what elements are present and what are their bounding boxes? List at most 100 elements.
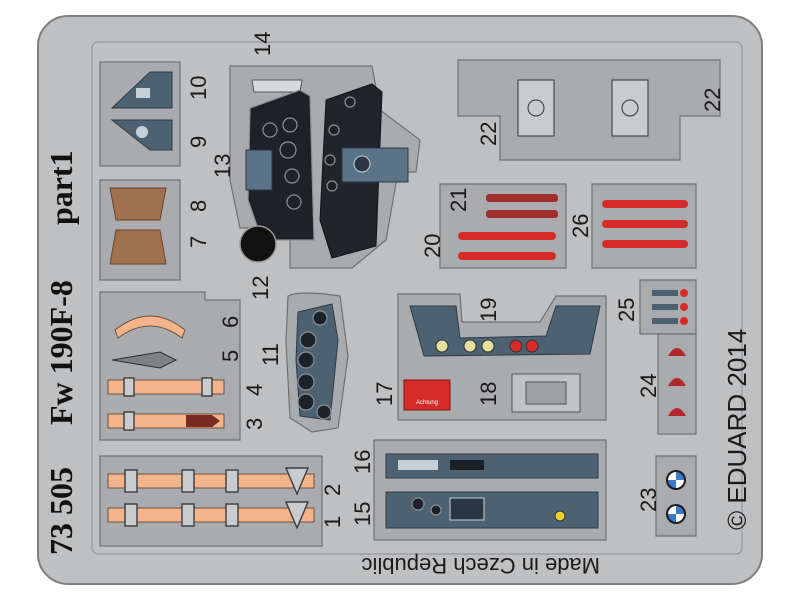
part-3-buckle [123, 411, 135, 431]
gauge-13a [262, 122, 278, 138]
part-number-8: 8 [186, 200, 211, 212]
title-code: 73 505 [43, 467, 79, 555]
part-number-14: 14 [250, 32, 275, 56]
part-24c [668, 408, 686, 416]
part-number-15: 15 [350, 502, 375, 526]
part-number-1: 1 [320, 516, 345, 528]
part-15 [385, 491, 599, 529]
origin-text: Made in Czech Republic [362, 553, 600, 578]
part-number-4: 4 [242, 384, 267, 396]
gauge-11c [297, 351, 315, 369]
origin-mark: Made in Czech Republic [362, 553, 600, 578]
light-19b [463, 339, 477, 353]
part-number-2: 2 [320, 484, 345, 496]
part-26b [602, 220, 688, 228]
part-15-box [449, 497, 485, 521]
part-3-tip [186, 415, 220, 427]
gauge-13e [286, 194, 302, 210]
part-4-buckle-a [123, 377, 135, 397]
part-number-24: 24 [636, 374, 661, 398]
part-14 [251, 79, 303, 93]
part-number-25: 25 [614, 298, 639, 322]
part-20a [458, 232, 556, 240]
part-23b-roundel [666, 504, 686, 524]
part-25b [652, 304, 678, 310]
part-26a [602, 200, 688, 208]
part-number-16: 16 [350, 450, 375, 474]
part-22a [517, 79, 555, 137]
part-number-6: 6 [218, 316, 243, 328]
part-number-3: 3 [242, 418, 267, 430]
part-number-22a: 22 [476, 122, 501, 146]
panel-right-box [341, 147, 409, 183]
gauge-right-box [353, 155, 371, 173]
part-2-triangle [284, 467, 310, 496]
part-21a [486, 194, 558, 202]
part-16-switches [398, 460, 438, 470]
light-19d [509, 339, 523, 353]
gauge-11e [297, 393, 315, 411]
part-7 [109, 229, 167, 265]
part-19 [409, 305, 601, 357]
part-1-buckle-b [181, 503, 195, 527]
part-16-block [450, 460, 484, 470]
part-5 [111, 351, 178, 369]
part-25a [652, 290, 678, 296]
part-25c-light [680, 317, 688, 325]
gauge-13c [279, 141, 297, 159]
part-number-21: 21 [446, 188, 471, 212]
part-number-18: 18 [476, 382, 501, 406]
gauge-15a [411, 497, 425, 511]
part-1-buckle-c [225, 503, 239, 527]
part-24a [668, 348, 686, 356]
part-9-dial [136, 126, 148, 138]
part-number-26: 26 [568, 214, 593, 238]
part-number-12: 12 [248, 276, 273, 300]
gauge-15b [430, 504, 442, 516]
part-22b-hole [621, 99, 639, 117]
part-2-buckle-a [124, 469, 138, 493]
light-19c [481, 339, 495, 353]
part-24b [668, 378, 686, 386]
part-17 [403, 379, 451, 411]
part-21b [486, 210, 558, 218]
gauge-11a [312, 310, 328, 326]
part-number-9: 9 [186, 136, 211, 148]
part-4-buckle-b [201, 377, 213, 397]
gauge-11d [297, 373, 315, 391]
light-19a [435, 339, 449, 353]
part-number-7: 7 [186, 236, 211, 248]
part-18-inner [525, 381, 567, 405]
gauge-11f [316, 404, 332, 420]
part-number-13: 13 [210, 154, 235, 178]
part-2 [107, 473, 315, 489]
gauge-13b [282, 117, 298, 133]
part-6 [114, 315, 186, 339]
gauge-r2 [328, 124, 340, 136]
part-26c [602, 240, 688, 248]
part-number-22b: 22 [700, 88, 725, 112]
panel-13-side [245, 149, 273, 191]
manufacturer-mark: © EDUARD 2014 [722, 329, 752, 530]
part-number-20: 20 [420, 234, 445, 258]
part-25a-light [680, 289, 688, 297]
gauge-r4 [326, 180, 338, 192]
part-17-label: Achtung [416, 400, 438, 406]
part-number-labels: 1 2 3 4 5 6 7 8 9 10 11 12 13 14 15 16 1… [186, 32, 725, 528]
fret-frame [91, 41, 743, 555]
part-number-23: 23 [636, 488, 661, 512]
part-22b [611, 79, 649, 137]
gauge-11b [299, 331, 317, 349]
part-number-5: 5 [218, 350, 243, 362]
part-25b-light [680, 303, 688, 311]
light-19e [525, 339, 539, 353]
part-1-triangle [284, 501, 310, 530]
part-2-buckle-b [181, 469, 195, 493]
fret-title: 73 505 Fw 190F-8 part1 [43, 150, 79, 555]
part-25c [652, 318, 678, 324]
part-23a-roundel [666, 470, 686, 490]
part-22a-hole [527, 99, 545, 117]
part-12 [239, 225, 277, 263]
gauge-r3 [324, 154, 336, 166]
